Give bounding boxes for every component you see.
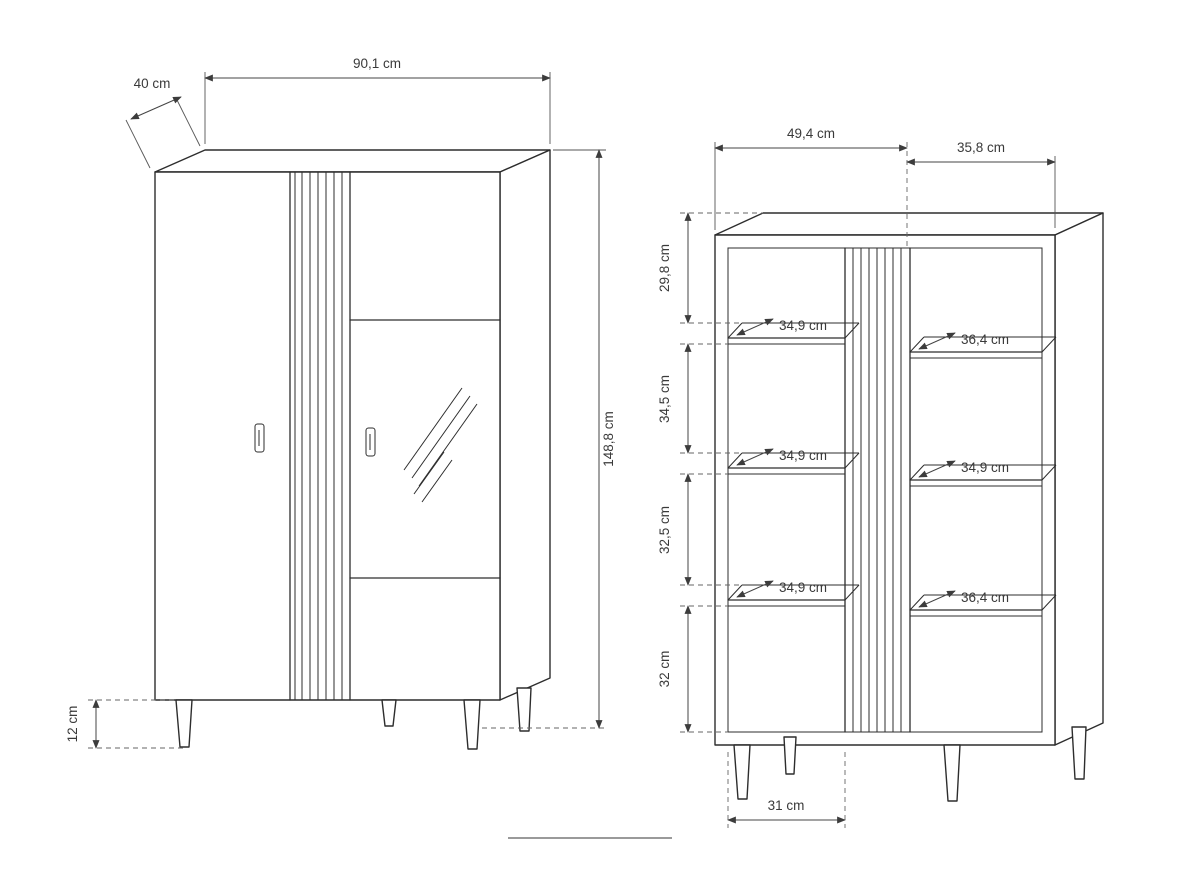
right-shelf-depth-label-1: 36,4 cm: [961, 332, 1009, 347]
cabinet-front-face: [154, 171, 501, 701]
slat-panel: [301, 171, 351, 701]
leg-height-label: 12 cm: [65, 706, 80, 743]
leg: [175, 699, 193, 748]
leg: [733, 744, 751, 800]
left-shelf-depth-label-2: 34,9 cm: [779, 448, 827, 463]
leg: [516, 687, 532, 732]
row-height-label-1: 29,8 cm: [657, 244, 672, 292]
right-glass-door: [349, 319, 501, 579]
cabinet-side-face: [1054, 212, 1104, 746]
bottom-inner-width-label: 31 cm: [768, 798, 805, 813]
dim-width: 90,1 cm: [204, 56, 551, 144]
dim-leg-height: 12 cm: [65, 699, 186, 749]
leg: [783, 736, 797, 775]
leg: [1071, 726, 1087, 780]
cabinet-top-face: [154, 149, 551, 173]
front-view-legs: [175, 687, 532, 750]
glass-reflection-lines: [403, 387, 478, 503]
left-door: [254, 171, 296, 701]
top-left-width-label: 49,4 cm: [787, 126, 835, 141]
leg: [943, 744, 961, 802]
left-shelf-depth-label-1: 34,9 cm: [779, 318, 827, 333]
dim-row-heights: 29,8 cm 34,5 cm 32,5 cm 32 cm: [657, 212, 763, 733]
dim-bottom-inner-width: 31 cm: [727, 752, 846, 828]
interior-slat-panel: [852, 248, 902, 732]
row-height-label-4: 32 cm: [657, 651, 672, 688]
right-shelf-depth-label-3: 36,4 cm: [961, 590, 1009, 605]
left-shelf-depth-label-3: 34,9 cm: [779, 580, 827, 595]
dim-height: 148,8 cm: [482, 149, 616, 729]
right-shelf-depth-label-2: 34,9 cm: [961, 460, 1009, 475]
cabinet-side-face: [499, 149, 551, 701]
wardrobe-front-view: 90,1 cm 40 cm 148,8 cm 12 cm: [65, 56, 616, 750]
dim-right-shelf-depths: 36,4 cm 34,9 cm 36,4 cm: [918, 332, 1009, 608]
dim-depth: 40 cm: [125, 76, 201, 169]
right-door-handle: [365, 427, 376, 457]
top-right-width-label: 35,8 cm: [957, 140, 1005, 155]
interior-view-legs: [733, 726, 1087, 802]
width-label: 90,1 cm: [353, 56, 401, 71]
wardrobe-interior-view: 49,4 cm 35,8 cm 29,8 cm 34,5 cm 32,5 cm …: [657, 126, 1104, 828]
dim-top-left-width: 49,4 cm: [714, 126, 908, 250]
leg: [381, 699, 397, 727]
cabinet-top-face: [714, 212, 1104, 236]
left-door-handle: [254, 423, 265, 453]
row-height-label-3: 32,5 cm: [657, 506, 672, 554]
row-height-label-2: 34,5 cm: [657, 375, 672, 423]
dim-top-right-width: 35,8 cm: [906, 140, 1056, 228]
leg: [463, 699, 481, 750]
dim-left-shelf-depths: 34,9 cm 34,9 cm 34,9 cm: [736, 318, 827, 598]
height-label: 148,8 cm: [601, 411, 616, 467]
depth-label: 40 cm: [134, 76, 171, 91]
